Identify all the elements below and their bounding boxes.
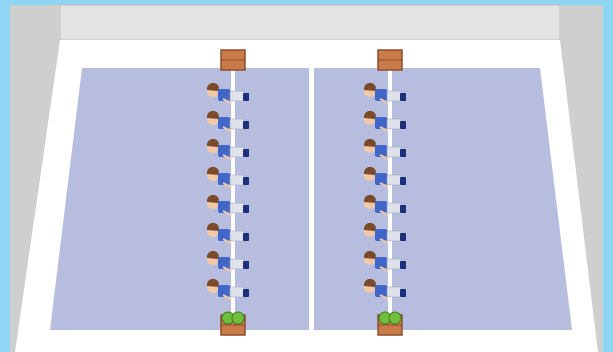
player-left-3 [206,138,249,160]
player-right-1 [363,82,406,104]
player-right-7 [363,250,406,272]
back-wall [59,4,561,41]
player-left-1 [206,82,249,104]
player-left-6 [206,222,249,244]
lane-right [363,49,406,336]
top-crate [220,49,246,71]
player-right-5 [363,194,406,216]
player-left-8 [206,278,249,300]
player-left-7 [206,250,249,272]
top-crate [377,49,403,71]
player-left-5 [206,194,249,216]
player-right-4 [363,166,406,188]
ball-crate [220,311,246,336]
ball-crate [377,311,403,336]
player-right-8 [363,278,406,300]
player-right-6 [363,222,406,244]
player-left-2 [206,110,249,132]
left-wall [10,5,60,352]
lane-left [206,49,249,336]
player-right-2 [363,110,406,132]
player-right-3 [363,138,406,160]
right-wall [560,5,603,352]
court-divider [309,68,314,330]
player-left-4 [206,166,249,188]
